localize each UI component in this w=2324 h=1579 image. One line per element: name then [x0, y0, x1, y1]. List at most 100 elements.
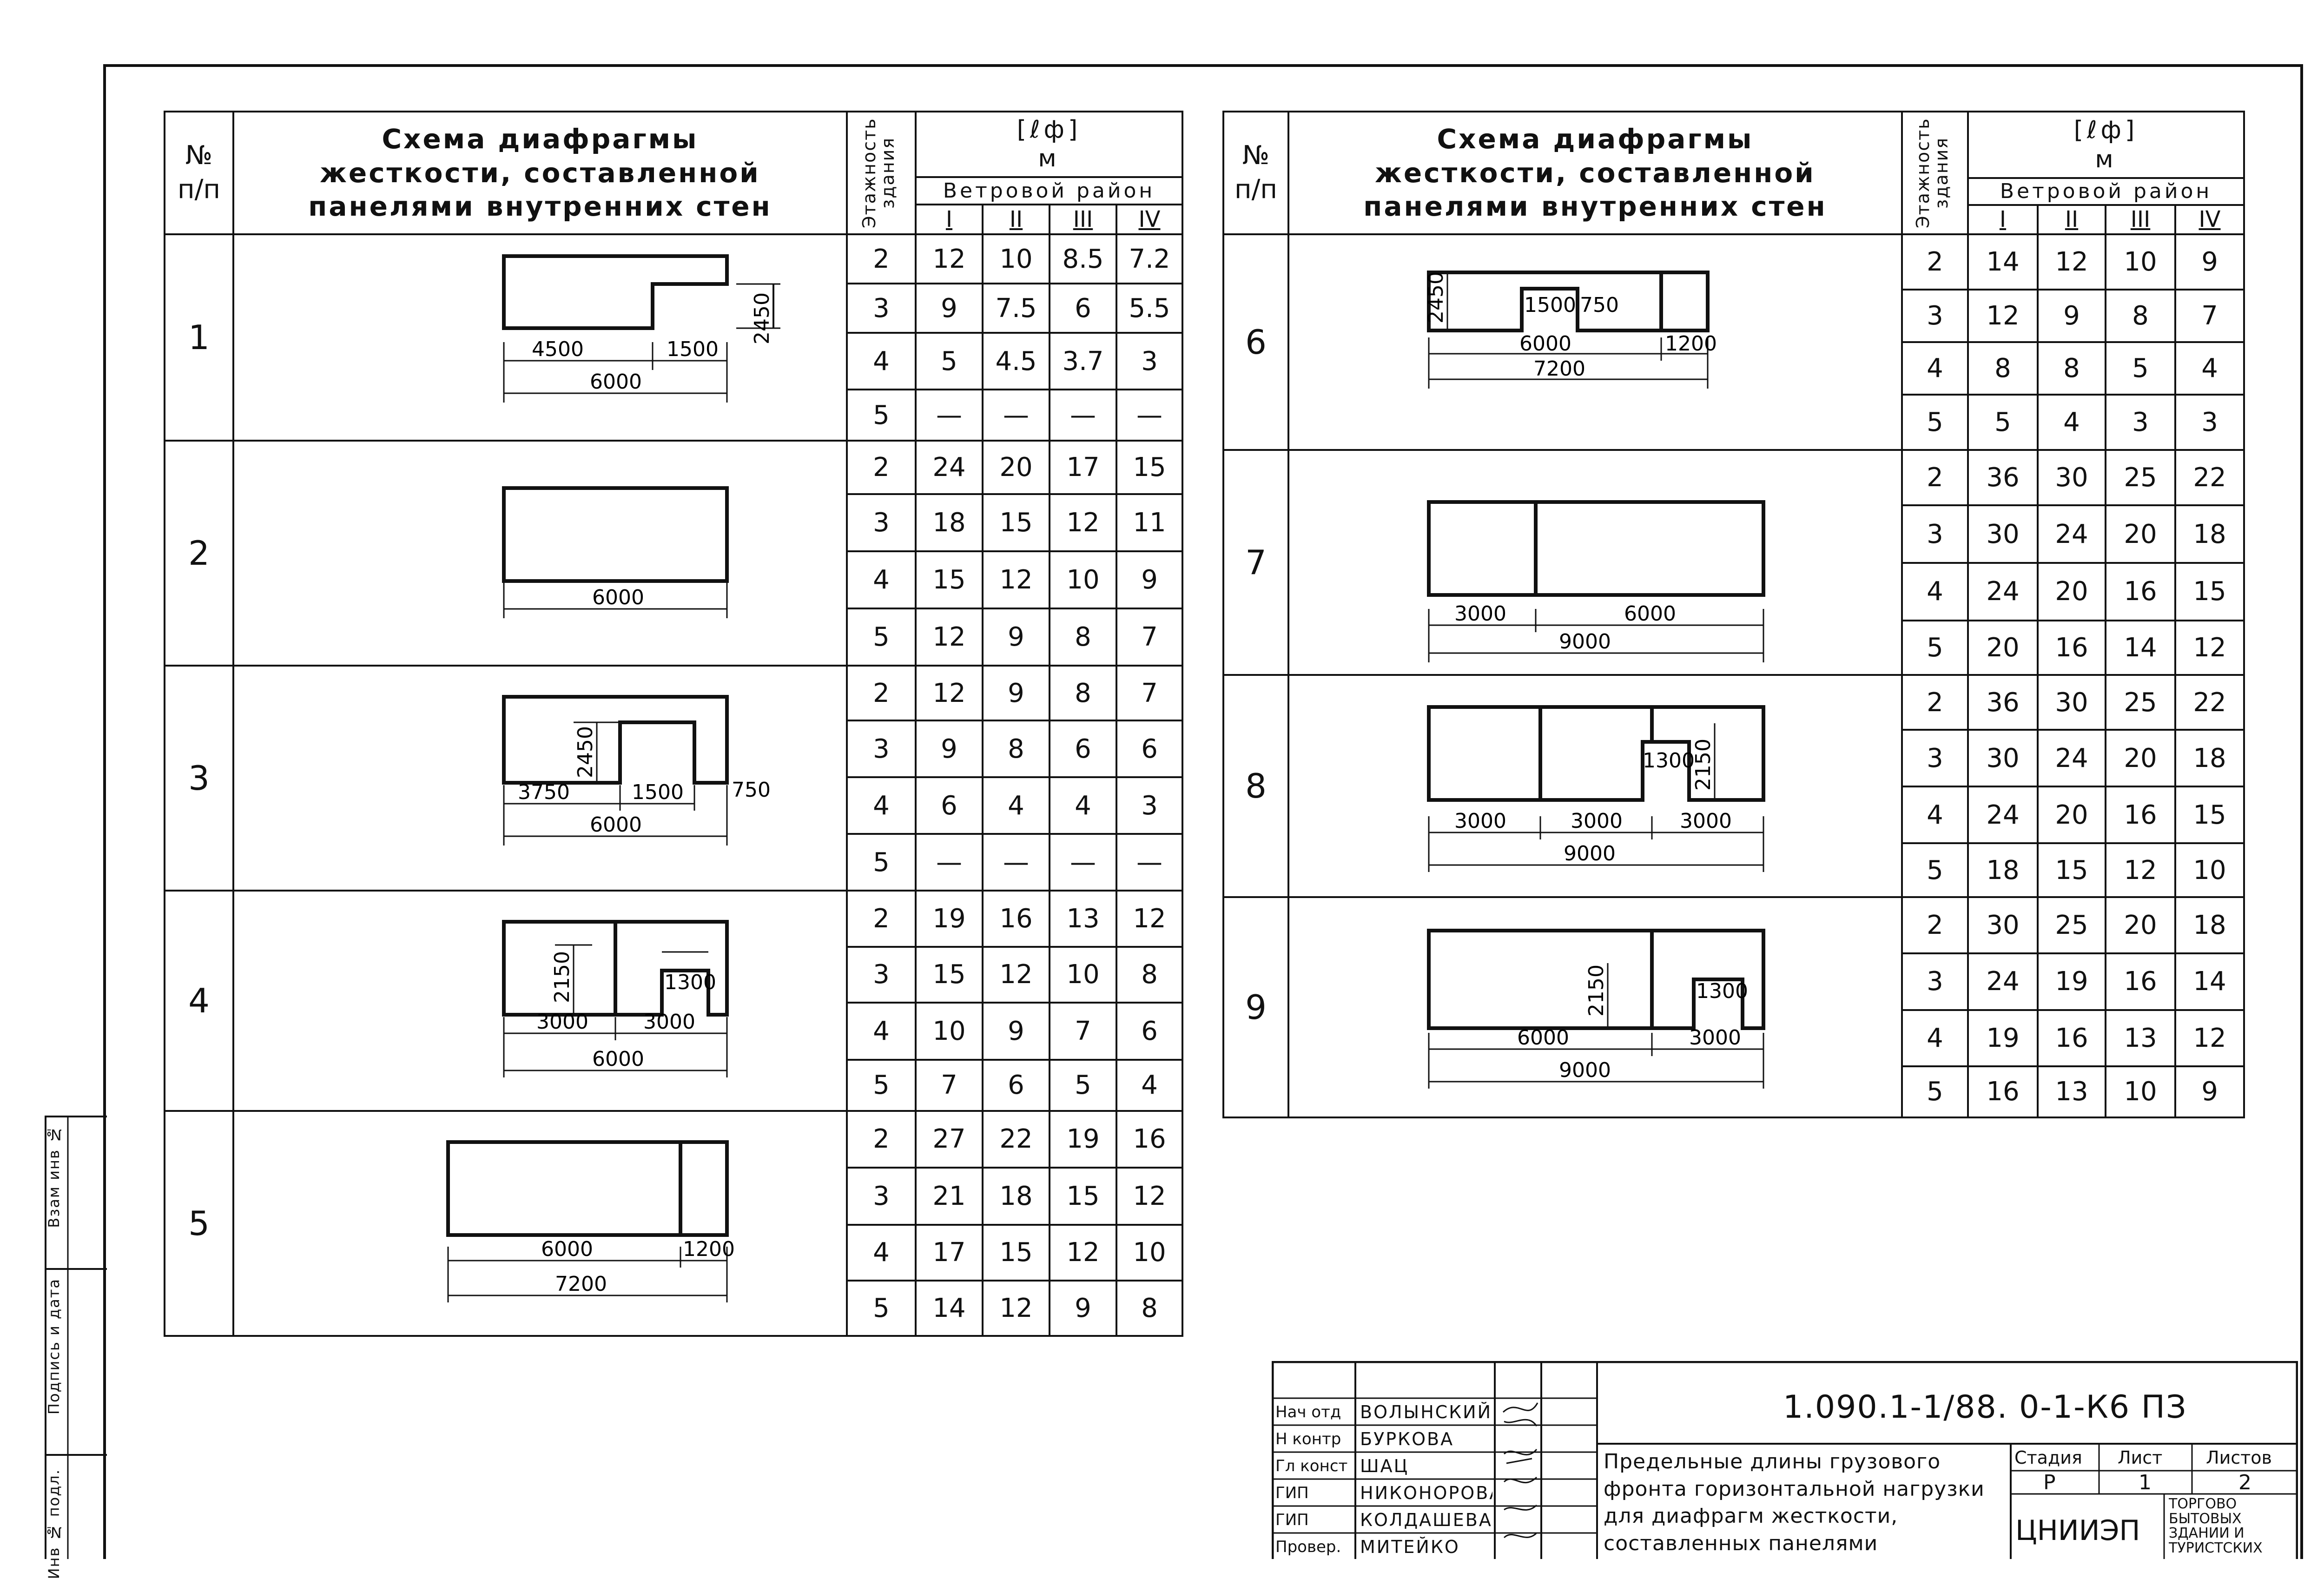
floors-cell: 2: [846, 1110, 917, 1169]
lf-value-cell: 6: [1049, 283, 1117, 334]
dim-total: 9000: [1559, 630, 1611, 654]
lf-value-cell: 10: [1049, 945, 1117, 1004]
no-header-right-label: № п/п: [1234, 140, 1278, 205]
wind-label-right: Ветровой район: [2000, 179, 2212, 204]
floors-cell: 3: [1901, 504, 1969, 564]
lf-value-cell: 3: [1115, 776, 1184, 835]
lf-value-cell: 19: [915, 890, 984, 948]
stamp-role: ГИП: [1275, 1511, 1309, 1529]
dim-h: 2450: [1424, 271, 1448, 324]
stamp-name: Митейко: [1360, 1537, 1460, 1557]
lf-value-cell: 12: [1049, 493, 1117, 552]
lf-value-cell: 20: [2105, 896, 2176, 954]
lf-value-cell: 14: [2105, 619, 2176, 676]
floors-cell: 5: [1901, 842, 1969, 898]
dim-total: 6000: [590, 370, 642, 394]
floors-cell: 3: [1901, 289, 1969, 343]
dim-h: 2150: [1691, 739, 1715, 791]
wind-header-right: Ветровой район: [1967, 177, 2245, 206]
lf-value-cell: 16: [2105, 786, 2176, 844]
scheme-cell: 2450 3750 1500 750 6000: [232, 665, 848, 892]
lf-value-cell: 4: [1115, 1058, 1184, 1112]
lf-value-cell: 16: [982, 890, 1050, 948]
stamp-role: Провер.: [1275, 1538, 1341, 1556]
lf-value-cell: —: [1049, 833, 1117, 892]
floors-cell: 4: [846, 1002, 917, 1061]
lf-value-cell: 6: [1115, 720, 1184, 778]
lf-header: [ℓф] м: [914, 111, 1184, 177]
row-number-cell: 9: [1222, 896, 1289, 1118]
lf-value-cell: 7.5: [982, 283, 1050, 334]
row-number-cell: 5: [164, 1110, 234, 1337]
dim-c: 750: [1580, 293, 1619, 317]
lf-value-cell: 30: [1967, 729, 2039, 787]
title-block: Нач отдВолынскийН контрБурковаГл констШа…: [1272, 1361, 2298, 1559]
wind-region-1-label: I: [945, 206, 953, 233]
table-row: 5————: [165, 833, 1184, 892]
scheme-title: Схема диафрагмы жесткости, составленной …: [308, 123, 772, 223]
lf-value-cell: 8: [2105, 289, 2176, 343]
lf-header-right: [ℓф] м: [1967, 110, 2245, 178]
floors-cell: 4: [1901, 786, 1969, 844]
row-number: 9: [1245, 988, 1267, 1027]
scheme-drawing-1: 2450 4500 1500 6000: [502, 254, 780, 403]
lf-value-cell: —: [982, 833, 1050, 892]
lf-value-cell: 16: [2105, 952, 2176, 1011]
floors-cell: 5: [846, 607, 917, 667]
lf-value-cell: 5: [1967, 393, 2039, 451]
lf-value-cell: 3.7: [1049, 332, 1117, 390]
dim-w: 1300: [1643, 749, 1695, 773]
floors-cell: 3: [846, 283, 917, 334]
sheet-label: Лист: [2118, 1447, 2163, 1468]
lf-value-cell: 30: [2037, 674, 2106, 731]
dim-h: 2150: [1585, 965, 1608, 1017]
lf-value-cell: 18: [2174, 504, 2245, 564]
wind-header: Ветровой район: [914, 176, 1184, 206]
lf-value-cell: 15: [1115, 440, 1184, 495]
lf-value-cell: 15: [915, 945, 984, 1004]
side-label-inv: Инв № подл.: [45, 1469, 63, 1579]
wind-region-1-right-label: I: [1999, 206, 2007, 233]
floors-header-right: Этажность здания: [1901, 111, 1969, 235]
row-number-cell: 8: [1222, 674, 1289, 898]
right-table: № п/п Схема диафрагмы жесткости, составл…: [1222, 110, 2245, 1119]
sheets-label: Листов: [2206, 1447, 2272, 1468]
row-number: 3: [188, 759, 210, 798]
lf-value-cell: 24: [1967, 562, 2039, 621]
floors-cell: 3: [1901, 952, 1969, 1011]
lf-value-cell: 18: [915, 493, 984, 552]
lf-label: [ℓф]: [1017, 115, 1082, 144]
lf-value-cell: 16: [1967, 1065, 2039, 1119]
dim-a: 3000: [1454, 602, 1506, 626]
wind-region-3-right-label: III: [2130, 206, 2151, 233]
floors-cell: 3: [846, 1166, 917, 1226]
dim-b: 3000: [1689, 1026, 1741, 1050]
floors-cell: 4: [1901, 1009, 1969, 1067]
lf-value-cell: 9: [982, 1002, 1050, 1061]
sheets-value: 2: [2238, 1471, 2251, 1494]
unit-label: м: [1038, 145, 1060, 173]
floors-cell: 4: [846, 550, 917, 609]
stamp-role: Нач отд: [1275, 1403, 1341, 1421]
lf-value-cell: 18: [2174, 896, 2245, 954]
lf-value-cell: 20: [1967, 619, 2039, 676]
row-number: 5: [188, 1204, 210, 1243]
lf-value-cell: 14: [2174, 952, 2245, 1011]
dim-c: 750: [732, 778, 771, 802]
dim-total: 7200: [555, 1272, 607, 1296]
lf-value-cell: 15: [982, 493, 1050, 552]
floors-cell: 5: [846, 833, 917, 892]
lf-value-cell: 16: [2105, 562, 2176, 621]
